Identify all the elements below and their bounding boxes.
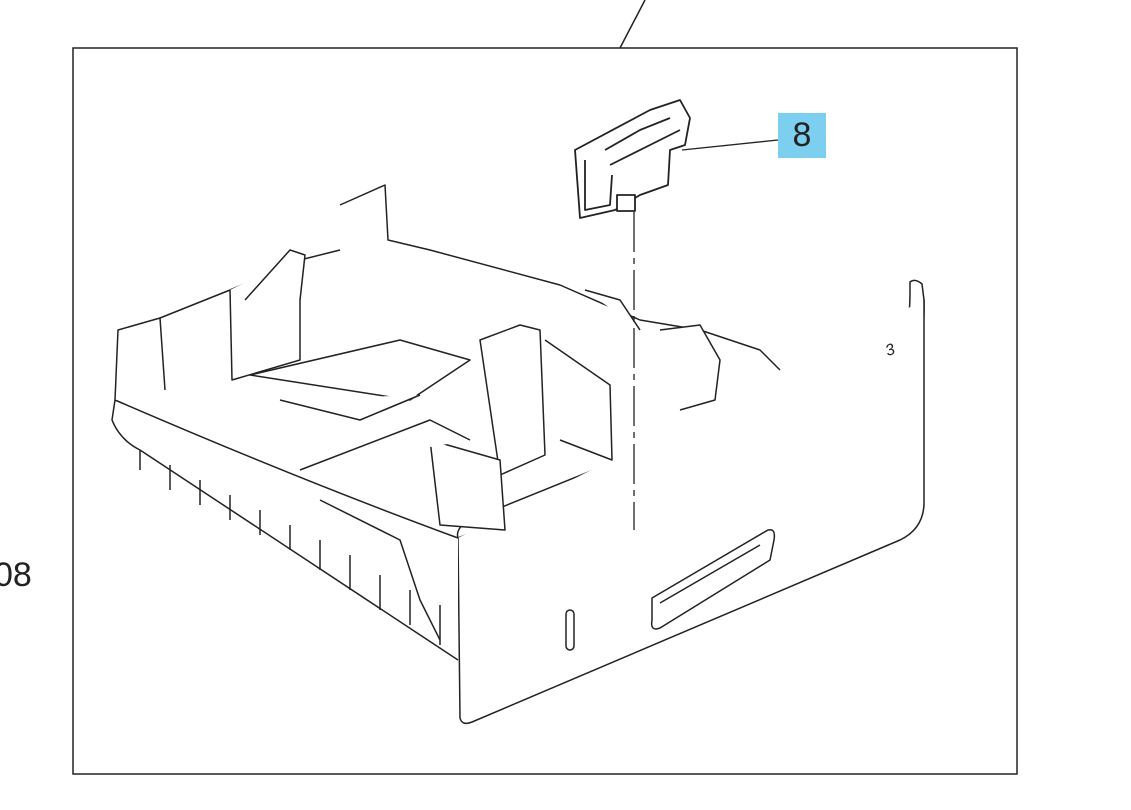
diagram-frame [72,47,1018,775]
callout-label-8[interactable]: 8 [778,113,826,158]
separation-pad-assembly [574,99,691,219]
leader-line-top [619,0,646,49]
callout-leader-line [681,139,779,151]
paper-tray-drawing [111,184,925,725]
side-callout-label: 08 [0,556,32,594]
